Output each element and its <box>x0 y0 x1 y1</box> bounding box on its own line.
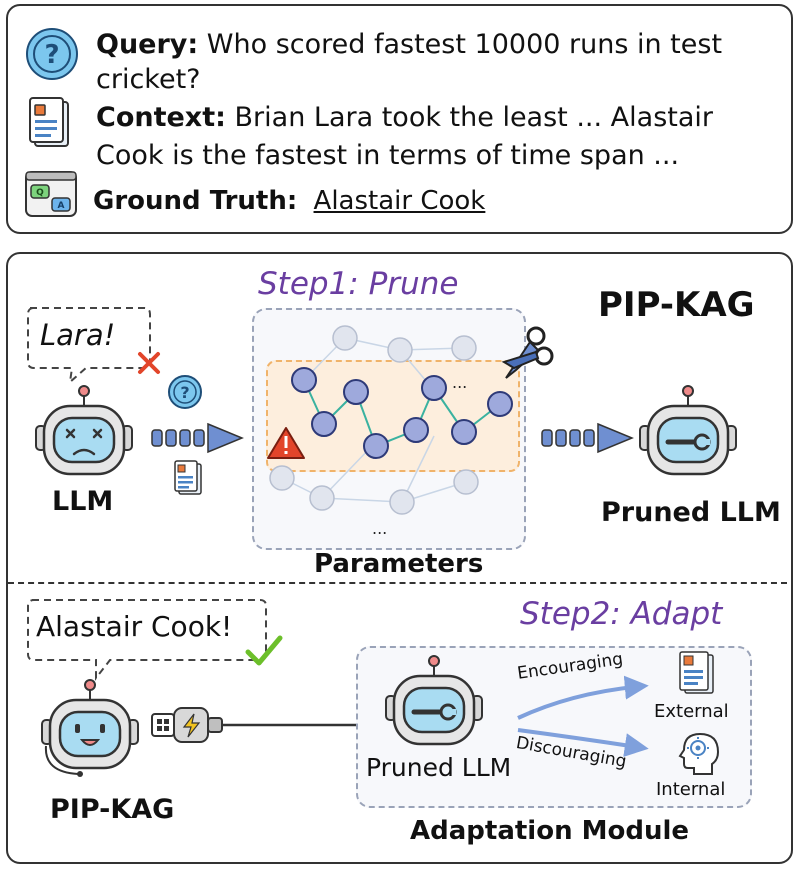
context-text: Brian Lara took the least ... Alastair <box>234 102 713 133</box>
input-arrow <box>151 422 244 454</box>
step1-title: Step1: Prune <box>258 266 459 302</box>
module-pruned-llm-label: Pruned LLM <box>366 753 512 782</box>
module-robot-icon <box>385 655 483 746</box>
llm-label: LLM <box>52 486 114 517</box>
query-text: Who scored fastest 10000 runs in test <box>206 29 723 60</box>
svg-text:?: ? <box>180 383 189 402</box>
usb-plug-icon <box>151 707 358 743</box>
step2-title: Step2: Adapt <box>520 596 723 632</box>
warning-icon <box>267 427 305 459</box>
llm-speech-bubble <box>27 307 151 385</box>
preference-arrows <box>517 675 649 757</box>
query-line-1: Query: Who scored fastest 10000 runs in … <box>96 27 722 63</box>
query-label: Query: <box>96 29 199 60</box>
qa-icon-a: A <box>58 201 65 211</box>
llm-speech-text: Lara! <box>40 318 116 352</box>
pruned-region-highlight <box>266 360 520 472</box>
llm-robot-icon <box>35 385 133 476</box>
ground-truth-value: Alastair Cook <box>313 186 486 216</box>
external-label: External <box>654 701 729 722</box>
graph-ellipsis-bottom: ... <box>372 519 387 538</box>
question-icon: ? <box>26 28 78 80</box>
document-icon-small <box>174 460 202 495</box>
parameter-graph: ... ... <box>267 325 513 538</box>
context-label: Context: <box>96 102 226 133</box>
output-arrow <box>541 422 634 454</box>
context-text-continued: Cook is the fastest in terms of time spa… <box>96 140 680 171</box>
ground-truth-label: Ground Truth: <box>93 186 298 216</box>
model-speech-bubble <box>27 599 267 681</box>
pruned-llm-robot-icon <box>639 385 737 476</box>
document-icon <box>29 97 69 147</box>
external-knowledge-icon <box>679 651 714 694</box>
pip-kag-robot-icon <box>41 679 139 777</box>
pip-kag-label: PIP-KAG <box>50 794 175 825</box>
internal-label: Internal <box>656 779 726 800</box>
context-line-1: Context: Brian Lara took the least ... A… <box>96 100 713 136</box>
method-name: PIP-KAG <box>598 285 755 325</box>
qa-chat-icon: Q A <box>25 171 77 217</box>
parameters-label: Parameters <box>314 549 484 579</box>
ground-truth-line: Ground Truth: Alastair Cook <box>93 183 485 219</box>
query-panel <box>6 4 793 234</box>
scissors-icon <box>501 326 554 379</box>
adaptation-module-label: Adaptation Module <box>410 816 690 846</box>
question-icon-small: ? <box>168 375 202 409</box>
qa-icon-q: Q <box>36 188 44 198</box>
check-icon <box>245 635 283 666</box>
query-text-continued: cricket? <box>96 64 201 95</box>
section-divider <box>8 582 787 584</box>
svg-text:?: ? <box>44 40 59 70</box>
model-speech-text: Alastair Cook! <box>36 610 233 643</box>
graph-ellipsis-top: ... <box>452 373 467 392</box>
pruned-llm-label: Pruned LLM <box>601 497 781 528</box>
internal-knowledge-icon <box>678 732 720 775</box>
cross-icon <box>138 352 160 374</box>
